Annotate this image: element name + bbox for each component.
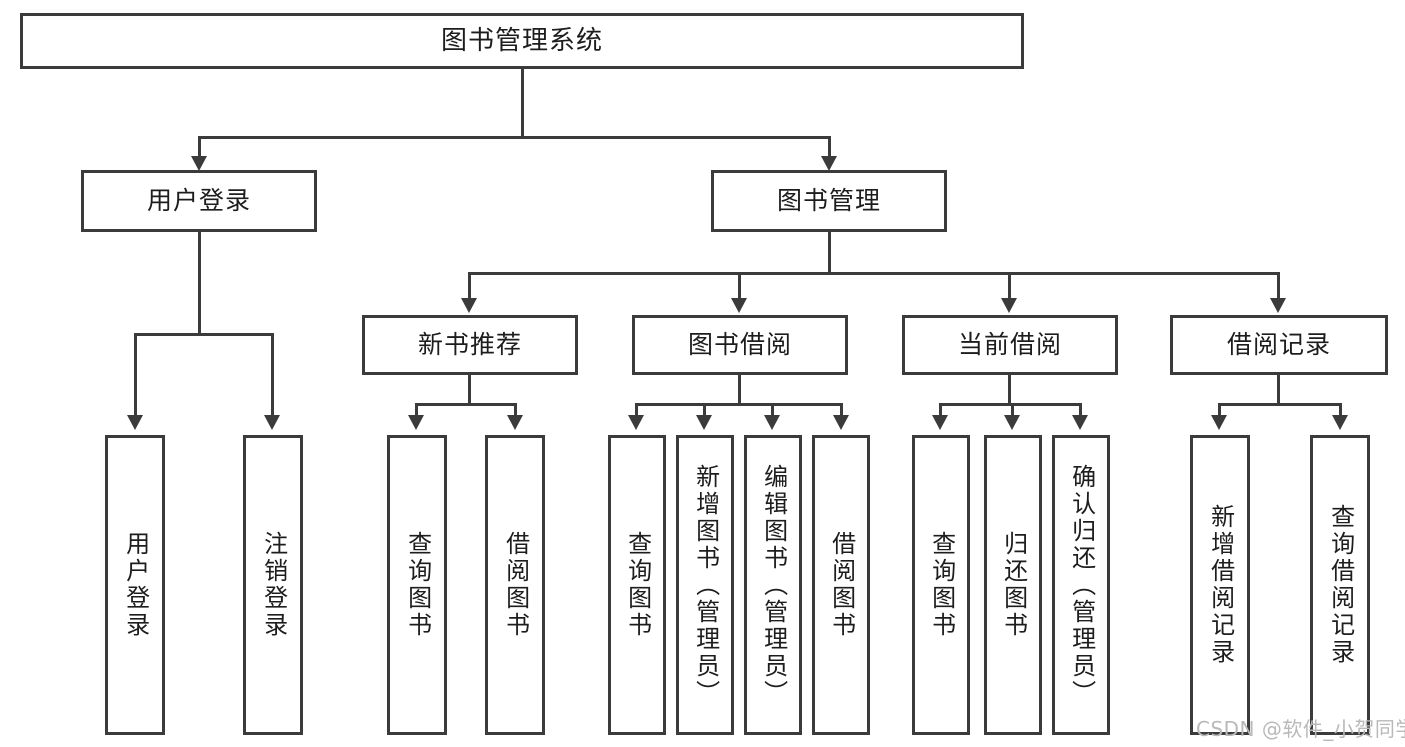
edge-book-mgmt-to-current [1008, 272, 1011, 300]
node-root-system[interactable]: 图书管理系统 [20, 13, 1024, 69]
edge-root-bus [198, 136, 830, 139]
leaf-return-book[interactable]: 归还图书 [984, 435, 1042, 735]
arrowhead-bw-borrow [833, 415, 849, 430]
edge-user-login-stem [198, 232, 201, 335]
edge-borrow-to-leaf-2 [703, 403, 706, 417]
watermark-text: CSDN @软件_小贺同学 [1196, 717, 1405, 741]
edge-records-to-leaf-2 [1339, 403, 1342, 417]
leaf-label: 编辑图书（管理员） [759, 463, 788, 707]
edge-root-to-user-login [198, 136, 201, 160]
edge-borrow-stem [738, 375, 741, 405]
leaf-borrow-book[interactable]: 借阅图书 [812, 435, 870, 735]
node-user-login[interactable]: 用户登录 [81, 170, 317, 232]
leaf-current-query-book[interactable]: 查询图书 [912, 435, 970, 735]
leaf-label: 用户登录 [121, 531, 150, 639]
arrowhead-current [1001, 298, 1017, 313]
edge-book-mgmt-stem [828, 232, 831, 274]
edge-user-login-to-leaf-2 [271, 333, 274, 417]
edge-book-mgmt-to-borrow [738, 272, 741, 300]
edge-current-to-leaf-2 [1011, 403, 1014, 417]
leaf-label: 归还图书 [999, 531, 1028, 639]
arrowhead-user-login [191, 156, 207, 171]
arrowhead-bw-edit [764, 415, 780, 430]
edge-book-mgmt-bus [468, 272, 1279, 275]
edge-book-mgmt-to-new-books [468, 272, 471, 300]
leaf-new-book-borrow[interactable]: 借阅图书 [485, 435, 545, 735]
leaf-edit-book-admin[interactable]: 编辑图书（管理员） [744, 435, 802, 735]
edge-new-books-to-leaf-1 [415, 403, 418, 417]
leaf-label: 借阅图书 [501, 531, 530, 639]
edge-records-stem [1277, 375, 1280, 405]
edge-user-login-to-leaf-1 [134, 333, 137, 417]
edge-current-to-leaf-3 [1079, 403, 1082, 417]
arrowhead-cu-query [932, 415, 948, 430]
edge-borrow-to-leaf-4 [840, 403, 843, 417]
arrowhead-new-books [461, 298, 477, 313]
leaf-new-book-query[interactable]: 查询图书 [387, 435, 447, 735]
arrowhead-leaf-user-login [127, 415, 143, 430]
leaf-borrow-query-book[interactable]: 查询图书 [608, 435, 666, 735]
node-new-book-recommend[interactable]: 新书推荐 [362, 315, 578, 375]
arrowhead-borrow [731, 298, 747, 313]
leaf-label: 查询借阅记录 [1326, 504, 1355, 666]
node-book-borrow[interactable]: 图书借阅 [632, 315, 848, 375]
edge-current-stem [1008, 375, 1011, 405]
edge-new-books-stem [468, 375, 471, 405]
leaf-label: 注销登录 [259, 531, 288, 639]
arrowhead-rc-query [1332, 415, 1348, 430]
node-current-borrow[interactable]: 当前借阅 [902, 315, 1118, 375]
edge-current-bus [939, 403, 1082, 406]
leaf-label: 新增图书（管理员） [691, 463, 720, 707]
edge-records-to-leaf-1 [1218, 403, 1221, 417]
leaf-query-borrow-record[interactable]: 查询借阅记录 [1310, 435, 1370, 735]
leaf-label: 借阅图书 [827, 531, 856, 639]
arrowhead-cu-return [1004, 415, 1020, 430]
edge-new-books-bus [415, 403, 517, 406]
edge-borrow-bus [635, 403, 843, 406]
leaf-add-book-admin[interactable]: 新增图书（管理员） [676, 435, 734, 735]
arrowhead-records [1270, 298, 1286, 313]
node-borrow-records[interactable]: 借阅记录 [1170, 315, 1388, 375]
edge-root-stem [521, 69, 524, 138]
leaf-logout[interactable]: 注销登录 [243, 435, 303, 735]
arrowhead-rc-add [1211, 415, 1227, 430]
leaf-label: 查询图书 [927, 531, 956, 639]
edge-current-to-leaf-1 [939, 403, 942, 417]
edge-root-to-book-mgmt [828, 136, 831, 160]
edge-book-mgmt-to-records [1277, 272, 1280, 300]
leaf-user-login[interactable]: 用户登录 [105, 435, 165, 735]
edge-user-login-bus [134, 333, 273, 336]
leaf-label: 查询图书 [623, 531, 652, 639]
arrowhead-bw-add [696, 415, 712, 430]
leaf-add-borrow-record[interactable]: 新增借阅记录 [1190, 435, 1250, 735]
leaf-label: 确认归还（管理员） [1067, 463, 1096, 707]
edge-records-bus [1218, 403, 1342, 406]
arrowhead-nb-query [408, 415, 424, 430]
leaf-label: 查询图书 [403, 531, 432, 639]
arrowhead-book-mgmt [821, 156, 837, 171]
leaf-confirm-return-admin[interactable]: 确认归还（管理员） [1052, 435, 1110, 735]
node-book-management[interactable]: 图书管理 [711, 170, 947, 232]
arrowhead-nb-borrow [507, 415, 523, 430]
arrowhead-bw-query [628, 415, 644, 430]
leaf-label: 新增借阅记录 [1206, 504, 1235, 666]
edge-borrow-to-leaf-3 [771, 403, 774, 417]
edge-borrow-to-leaf-1 [635, 403, 638, 417]
edge-new-books-to-leaf-2 [514, 403, 517, 417]
arrowhead-cu-confirm [1072, 415, 1088, 430]
arrowhead-leaf-logout [264, 415, 280, 430]
